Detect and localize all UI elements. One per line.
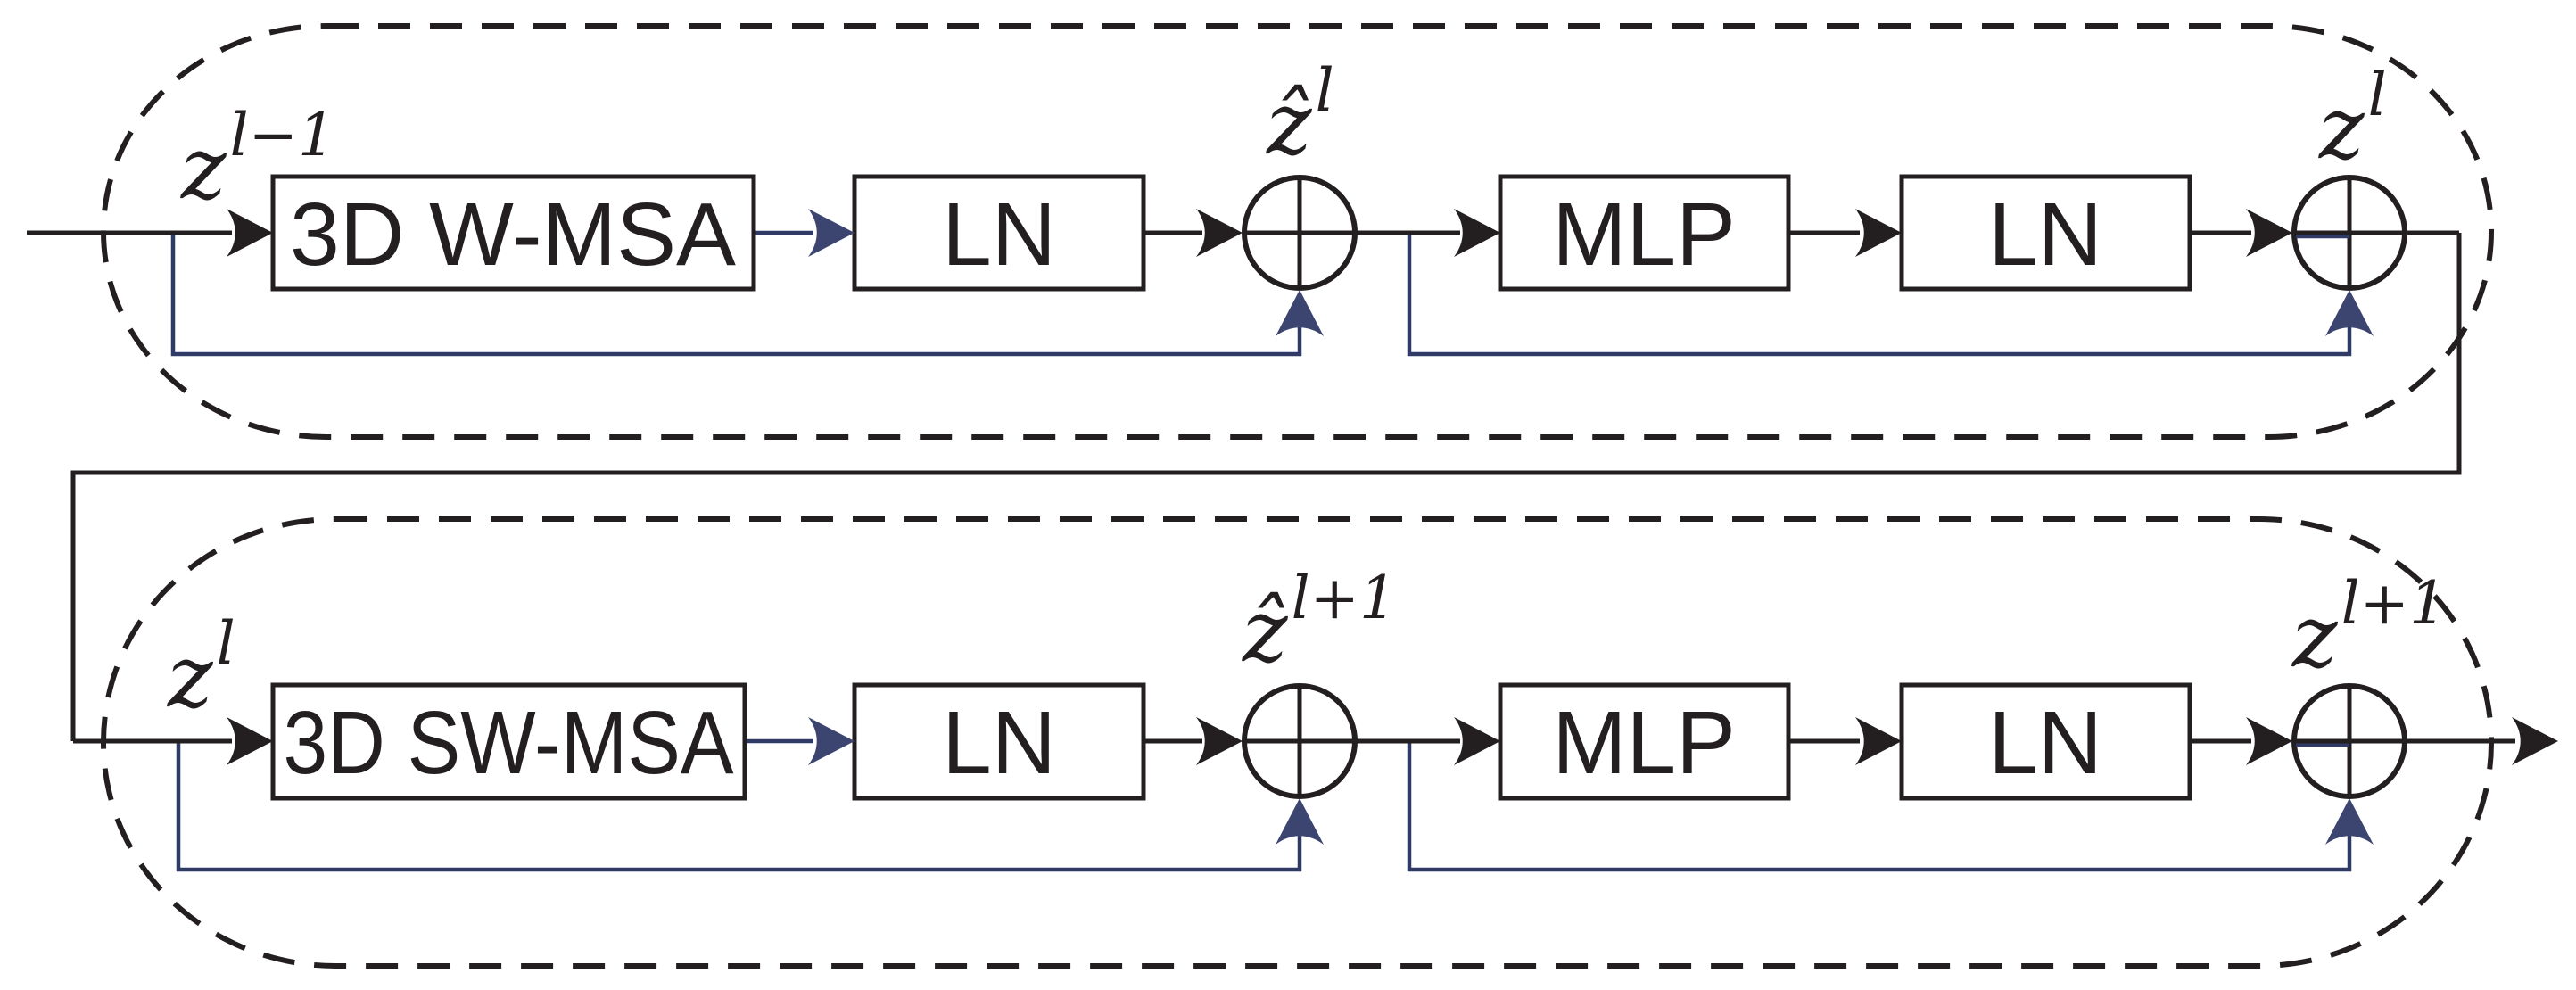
- layernorm-box-label: LN: [1988, 185, 2102, 285]
- mlp-box-label: MLP: [1552, 693, 1736, 793]
- mlp-box: [1498, 682, 1791, 801]
- arrowhead-icon: [1855, 717, 1902, 765]
- residual-wire-mlp-1: [1407, 233, 2352, 357]
- block1-to-block2-feed-wire: [70, 233, 2462, 741]
- arrowhead-icon: [2512, 717, 2558, 765]
- arrowhead-icon: [1454, 717, 1500, 765]
- block-output-tensor-label: zl: [2318, 61, 2387, 178]
- attention-box: [270, 682, 747, 801]
- layernorm-box-label: LN: [942, 693, 1056, 793]
- mlp-box: [1498, 174, 1791, 292]
- layernorm-box: [852, 174, 1146, 292]
- attention-box-label: 3D W-MSA: [290, 185, 736, 285]
- mlp-box-label: MLP: [1552, 185, 1736, 285]
- post-attention-tensor-label: ẑl+1: [1242, 564, 1397, 681]
- input-tensor-label: zl−1: [180, 101, 335, 219]
- arrowhead-icon: [227, 717, 273, 765]
- residual-wire-mlp-2: [1407, 741, 2352, 872]
- attention-box: [270, 174, 756, 292]
- arrowhead-icon: [1454, 209, 1500, 257]
- arrowhead-icon: [1196, 209, 1243, 257]
- arrowhead-icon: [1855, 209, 1902, 257]
- layernorm-box-label: LN: [942, 185, 1056, 285]
- arrowhead-icon: [227, 209, 273, 257]
- residual-wire-attention-1: [170, 233, 1302, 357]
- transformer-block-2: 3D SW-MSA LN MLP LN zl ẑl+1 zl+1: [73, 564, 2558, 872]
- arrowhead-icon: [2246, 717, 2292, 765]
- arrowhead-icon: [2246, 209, 2292, 257]
- transformer-block-1: 3D W-MSA LN MLP LN zl−1 ẑl zl: [27, 56, 2462, 741]
- block-output-tensor-label: zl+1: [2291, 569, 2447, 687]
- residual-wire-attention-2: [176, 741, 1302, 872]
- input-tensor-label: zl: [167, 609, 235, 727]
- arrowhead-icon: [808, 717, 855, 765]
- arrowhead-icon: [808, 209, 855, 257]
- layernorm-box-label: LN: [1988, 693, 2102, 793]
- layernorm-box: [1899, 682, 2192, 801]
- post-attention-tensor-label: ẑl: [1266, 56, 1334, 174]
- attention-box-label: 3D SW-MSA: [284, 693, 734, 793]
- layernorm-box: [1899, 174, 2192, 292]
- arrowhead-icon: [1196, 717, 1243, 765]
- layernorm-box: [852, 682, 1146, 801]
